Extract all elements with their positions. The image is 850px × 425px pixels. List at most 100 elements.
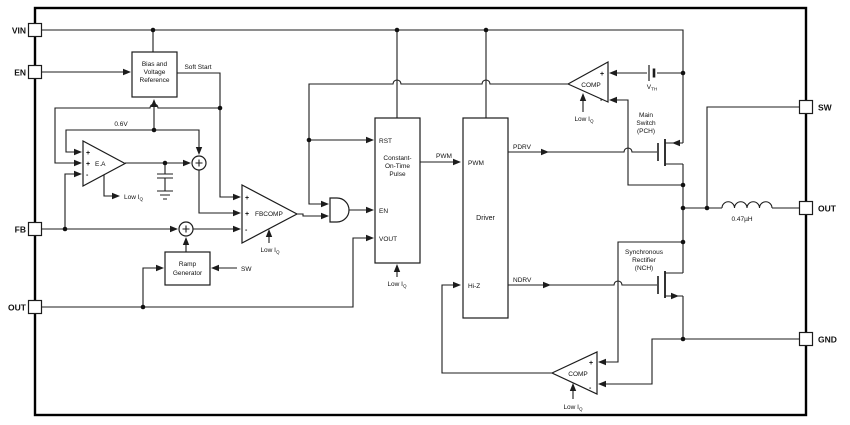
junction — [151, 127, 157, 133]
lowiq-sub: Q — [276, 250, 280, 255]
lowiq-sub: Q — [590, 119, 594, 124]
and-gate — [329, 197, 350, 223]
fbcomp-minus: - — [245, 227, 248, 234]
comp-top-plus: + — [600, 71, 604, 78]
lowiq-base: Low I — [574, 116, 590, 123]
wire-vin-rail — [41, 29, 684, 143]
fbcomp-plus2: + — [245, 211, 249, 218]
junction — [680, 205, 686, 211]
pin-out-right — [798, 200, 814, 216]
wire-comp2-sw — [605, 241, 683, 363]
junction — [306, 137, 312, 143]
junction — [483, 27, 489, 33]
compensation-capacitor — [157, 173, 173, 179]
lowiq-comp-bottom-label: Low IQ — [563, 404, 583, 412]
comp-bottom — [550, 351, 598, 395]
pin-sw — [798, 99, 814, 115]
arrow-lowiq-cot — [393, 264, 401, 272]
pch-stubs — [665, 142, 683, 165]
error-amp — [82, 139, 127, 188]
arrow-ndrv — [543, 281, 551, 289]
pin-label-vin: VIN — [12, 26, 26, 36]
pin-fb — [27, 221, 43, 237]
ramp-label-2: Generator — [173, 270, 203, 277]
blocks: Bias and Voltage Reference Ramp Generato… — [131, 51, 509, 319]
junction — [680, 336, 686, 342]
arrow-ramp-up — [182, 237, 190, 245]
pin-label-en: EN — [14, 68, 26, 78]
arrow-comp-top-in2 — [609, 96, 617, 104]
inductor-coils — [721, 201, 773, 209]
ea-plus2: + — [86, 161, 90, 168]
comp-bottom-plus: + — [589, 360, 593, 367]
wire-hiz — [441, 284, 552, 374]
pin-label-out-right: OUT — [818, 204, 837, 214]
junction — [162, 160, 168, 166]
soft-start-label: Soft Start — [184, 64, 211, 71]
junction — [680, 182, 686, 188]
cot-port-vout: VOUT — [379, 236, 397, 243]
junction — [704, 205, 710, 211]
fbcomp-label: FBCOMP — [255, 211, 283, 218]
sync-rect-label-1: Synchronous — [625, 249, 664, 256]
ground-symbol — [157, 190, 173, 200]
bias-label-2: Voltage — [144, 69, 166, 76]
driver-port-hiz: Hi-Z — [468, 283, 480, 290]
lowiq-base: Low I — [124, 194, 140, 201]
junction — [150, 27, 156, 33]
wire-comp-out — [308, 79, 568, 205]
ea-label: E.A — [95, 161, 106, 168]
amplifiers: + + - E.A + + - FBCOMP COMP + - COMP + - — [82, 60, 609, 395]
junction — [140, 304, 146, 310]
cot-port-rst: RST — [379, 138, 392, 145]
arrow-ea-in3 — [74, 170, 82, 178]
bias-label-1: Bias and — [142, 61, 168, 68]
arrow-en-bias — [123, 68, 131, 76]
arrow-comp-top-in1 — [609, 69, 617, 77]
arrow-pdrv — [541, 148, 549, 156]
wire-sw-pin — [706, 106, 800, 208]
main-switch-label-3: (PCH) — [637, 128, 655, 135]
wire-out-to-ramp — [142, 267, 156, 307]
pin-label-fb: FB — [15, 225, 26, 235]
cot-port-en: EN — [379, 208, 388, 215]
arrow-comp-bot-in2 — [598, 380, 606, 388]
arrow-lowiq-comp-top — [579, 93, 587, 101]
sync-rectifier-nch — [657, 271, 683, 298]
arrow-lowiq-ea — [112, 192, 120, 200]
pin-label-sw: SW — [818, 103, 833, 113]
junction — [680, 70, 686, 76]
pin-vin — [27, 22, 43, 38]
lowiq-comp-top-label: Low IQ — [574, 116, 594, 124]
arrow-vout — [366, 234, 374, 242]
lowiq-fbcomp-label: Low IQ — [260, 247, 280, 255]
fbcomp-plus1: + — [245, 195, 249, 202]
sync-rect-label-2: Rectifier — [632, 257, 657, 264]
mosfets — [657, 139, 683, 298]
wire-soft-start — [177, 72, 233, 198]
ndrv-label: NDRV — [513, 277, 532, 284]
pwm-signal-label: PWM — [436, 153, 452, 160]
wire-vref — [65, 129, 200, 153]
cot-label-2: On-Time — [385, 163, 410, 170]
arrow-vref-down — [195, 147, 203, 155]
labels: Soft Start 0.6V PWM PDRV NDRV SW 0.47µH … — [114, 64, 753, 412]
pins: VIN EN FB OUT SW OUT GND — [8, 22, 837, 347]
arrow-fbcomp-in2 — [233, 209, 241, 217]
ramp-generator-block — [164, 251, 211, 286]
pin-en — [27, 64, 43, 80]
vth-base: V — [647, 84, 652, 91]
bias-label-3: Reference — [140, 77, 170, 84]
comp-top-label: COMP — [581, 82, 601, 89]
arrow-sum2-left — [170, 225, 178, 233]
summing-junction-1-plus — [195, 159, 203, 167]
comp-bottom-minus: - — [589, 385, 592, 392]
arrow-nch-stub — [671, 292, 679, 300]
arrow-hiz — [453, 281, 461, 289]
junction — [62, 226, 68, 232]
lowiq-sub: Q — [140, 197, 144, 202]
wires — [41, 29, 800, 399]
main-switch-pch — [657, 139, 683, 166]
comp-bottom-label: COMP — [568, 371, 588, 378]
